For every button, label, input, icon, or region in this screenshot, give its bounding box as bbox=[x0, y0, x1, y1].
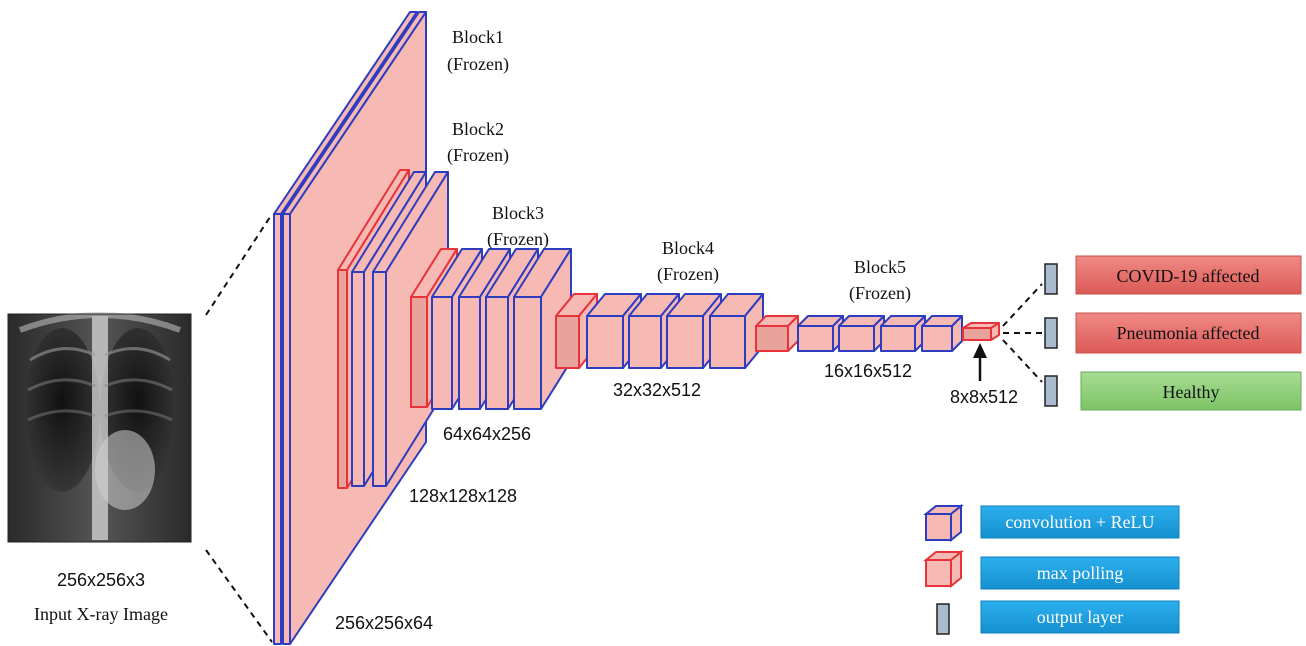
final-pool-dims-label: 8x8x512 bbox=[950, 387, 1018, 407]
block2-name: Block2 bbox=[452, 119, 504, 139]
conv-cube-icon bbox=[926, 506, 961, 540]
block2-dims-label: 128x128x128 bbox=[409, 486, 517, 506]
block5-pool-layer bbox=[963, 323, 999, 340]
output-class-label-healthy: Healthy bbox=[1163, 382, 1220, 402]
block4-status: (Frozen) bbox=[657, 264, 719, 285]
block5-conv3-layer bbox=[881, 316, 925, 351]
output-class-label-covid: COVID-19 affected bbox=[1116, 266, 1259, 286]
legend: convolution + ReLU max polling output la… bbox=[926, 506, 1179, 634]
legend-pool-label: max polling bbox=[1037, 563, 1124, 583]
block5-dims-label: 16x16x512 bbox=[824, 361, 912, 381]
input-xray-image bbox=[8, 314, 191, 542]
block1-status: (Frozen) bbox=[447, 54, 509, 75]
output-node-icon bbox=[937, 604, 949, 634]
projection-line-bottom bbox=[206, 550, 272, 642]
block5-conv4-layer bbox=[922, 316, 962, 351]
network-layers bbox=[274, 12, 999, 644]
block4-name: Block4 bbox=[662, 238, 714, 258]
output-connector-3 bbox=[1003, 340, 1042, 382]
output-node-3 bbox=[1045, 376, 1057, 406]
block3-dims-label: 64x64x256 bbox=[443, 424, 531, 444]
block4-pool-layer bbox=[756, 316, 798, 351]
output-connector-1 bbox=[1003, 284, 1042, 326]
block5-status: (Frozen) bbox=[849, 283, 911, 304]
input-dims-label: 256x256x3 bbox=[57, 570, 145, 590]
output-node-2 bbox=[1045, 318, 1057, 348]
block3-name: Block3 bbox=[492, 203, 544, 223]
output-class-label-pneumonia: Pneumonia affected bbox=[1116, 323, 1259, 343]
block2-status: (Frozen) bbox=[447, 145, 509, 166]
block1-name: Block1 bbox=[452, 27, 504, 47]
pool-cube-icon bbox=[926, 552, 961, 586]
projection-line-top bbox=[206, 214, 272, 315]
input-caption: Input X-ray Image bbox=[34, 604, 168, 624]
final-pool-arrow bbox=[973, 343, 987, 381]
legend-output-label: output layer bbox=[1037, 607, 1123, 627]
block3-status: (Frozen) bbox=[487, 229, 549, 250]
output-node-1 bbox=[1045, 264, 1057, 294]
block5-conv1-layer bbox=[798, 316, 843, 351]
block1-dims-label: 256x256x64 bbox=[335, 613, 433, 633]
legend-conv-label: convolution + ReLU bbox=[1005, 512, 1154, 532]
block4-dims-label: 32x32x512 bbox=[613, 380, 701, 400]
block5-conv2-layer bbox=[839, 316, 884, 351]
block5-name: Block5 bbox=[854, 257, 906, 277]
